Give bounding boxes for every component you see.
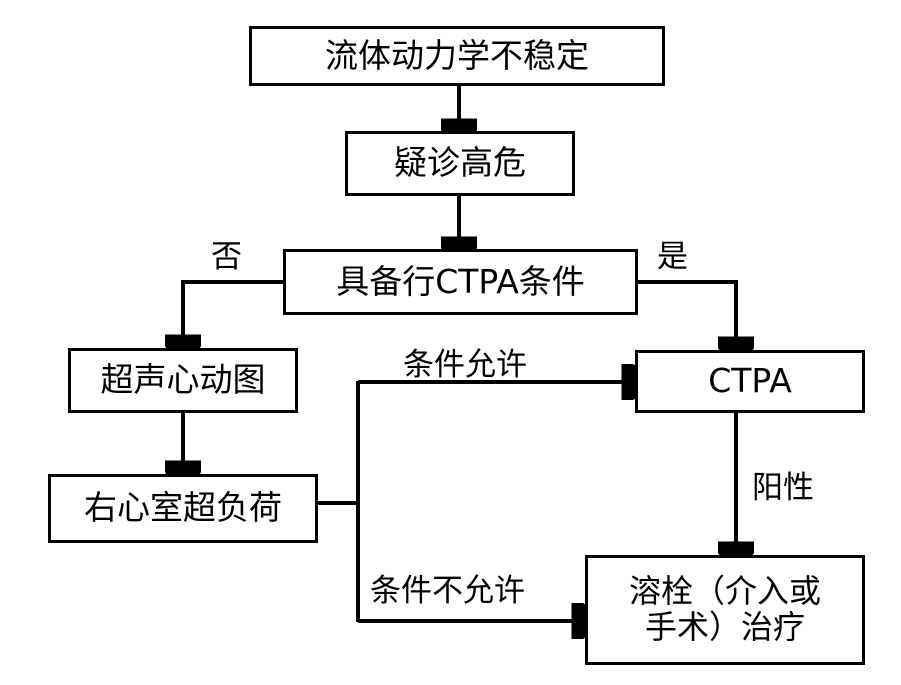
node-label: 溶栓（介入或 手术）治疗 <box>628 572 821 646</box>
node-echocardiography[interactable]: 超声心动图 <box>68 348 298 413</box>
edge-label-conditions-not-permit: 条件不允许 <box>370 573 525 609</box>
node-suspected-high-risk[interactable]: 疑诊高危 <box>345 131 575 196</box>
node-label: CTPA <box>708 361 792 401</box>
node-hemodynamic-instability[interactable]: 流体动力学不稳定 <box>249 26 665 86</box>
node-rv-overload[interactable]: 右心室超负荷 <box>48 474 318 543</box>
node-ctpa-eligible[interactable]: 具备行CTPA条件 <box>283 249 638 315</box>
node-label: 流体动力学不稳定 <box>325 35 589 75</box>
edge-label-no: 否 <box>211 239 242 275</box>
edge-eligible-yes-to-ctpa <box>638 280 736 347</box>
edge-label-yes: 是 <box>657 239 688 275</box>
edge-label-positive: 阳性 <box>752 470 814 506</box>
node-label: 疑诊高危 <box>394 143 526 183</box>
node-label: 超声心动图 <box>100 360 266 400</box>
node-label: 具备行CTPA条件 <box>336 261 585 301</box>
node-label: 右心室超负荷 <box>84 488 282 528</box>
edge-eligible-no-to-echo <box>183 280 283 345</box>
node-thrombolysis-treatment[interactable]: 溶栓（介入或 手术）治疗 <box>585 555 865 665</box>
node-ctpa[interactable]: CTPA <box>635 350 865 413</box>
edge-label-conditions-permit: 条件允许 <box>403 347 527 383</box>
